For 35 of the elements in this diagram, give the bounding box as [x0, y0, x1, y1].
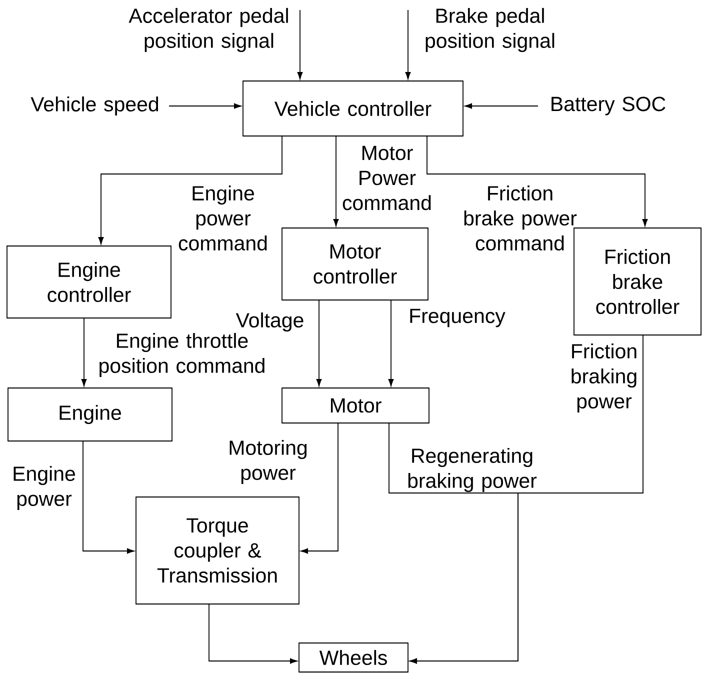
block-box: Torque coupler & Transmission	[136, 496, 300, 604]
block-box: Engine controller	[6, 246, 172, 318]
arrow	[410, 334, 644, 664]
edge-label: Motoring power	[230, 440, 307, 484]
arrow	[82, 440, 134, 554]
arrow	[297, 10, 303, 80]
edge-label: Frequency	[410, 308, 506, 328]
arrow	[300, 422, 338, 554]
arrow	[388, 300, 394, 386]
block-box: Vehicle controller	[242, 80, 464, 136]
input-signal-text: Brake pedal position signal	[426, 8, 554, 52]
arrow	[426, 136, 648, 226]
arrow	[81, 318, 87, 386]
edge-label: Regenerating braking power	[408, 448, 537, 492]
block-box: Friction brake controller	[574, 228, 702, 336]
input-signal-text: Battery SOC	[552, 96, 666, 116]
block-box: Motor controller	[282, 228, 428, 300]
edge-label: Voltage	[236, 312, 304, 332]
arrow	[464, 103, 538, 109]
block-box: Engine	[8, 388, 172, 442]
edge-label: Friction braking power	[572, 343, 636, 413]
arrow	[316, 300, 322, 386]
arrow	[98, 136, 282, 244]
arrow	[168, 103, 242, 109]
edge-label: Engine power command	[178, 185, 267, 251]
arrow	[405, 10, 411, 80]
edge-label: Engine power	[14, 466, 75, 510]
input-signal-text: Accelerator pedal position signal	[128, 8, 288, 52]
input-signal-text: Vehicle speed	[30, 96, 158, 116]
edge-label: Motor Power command	[342, 146, 431, 210]
edge-label: Engine throttle position command	[100, 332, 264, 378]
block-box: Wheels	[298, 642, 408, 672]
arrow	[208, 604, 298, 664]
block-box: Motor	[282, 388, 430, 424]
arrow	[333, 136, 339, 226]
